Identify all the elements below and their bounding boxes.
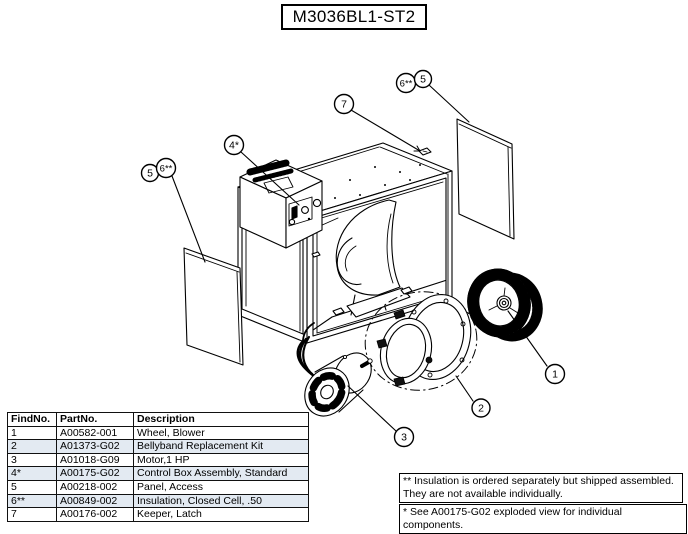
latch-keeper-rail-1	[332, 307, 345, 316]
callout-control-box: 4*	[223, 134, 245, 156]
column-header-partno: PartNo.	[56, 412, 134, 427]
part-description: Motor,1 HP	[133, 452, 309, 468]
part-description: Control Box Assembly, Standard	[133, 466, 309, 481]
control-box-footnote: * See A00175-G02 exploded view for indiv…	[399, 504, 687, 534]
find-no: 5	[7, 479, 57, 495]
part-description: Panel, Access	[133, 479, 309, 495]
find-no: 2	[7, 439, 57, 454]
part-description: Keeper, Latch	[133, 507, 309, 522]
part-no: A00175-G02	[56, 466, 134, 481]
part-no: A01373-G02	[56, 439, 134, 454]
callout-label: 5	[147, 168, 153, 180]
access-panel-right	[456, 118, 515, 240]
leader-wheel	[507, 310, 548, 367]
part-description: Bellyband Replacement Kit	[133, 439, 309, 454]
kit-boundary	[364, 291, 478, 391]
callout-label: 7	[341, 99, 347, 111]
leader-lines	[171, 84, 548, 432]
rivet-dots	[334, 164, 421, 199]
find-no: 6**	[7, 493, 57, 509]
blower-housing-scroll	[335, 199, 401, 296]
part-no: A00849-002	[56, 493, 134, 509]
callout-label: 3	[401, 432, 407, 444]
table-row: 4* A00175-G02 Control Box Assembly, Stan…	[7, 466, 309, 481]
leader-motor	[347, 385, 397, 432]
find-no: 4*	[7, 466, 57, 481]
leader-panel-right	[428, 84, 470, 123]
column-header-description: Description	[133, 412, 309, 427]
knob	[312, 198, 322, 208]
table-row: 5 A00218-002 Panel, Access	[7, 479, 309, 495]
clamp-hardware	[376, 309, 433, 387]
callouts: 4* 7 5 6** 6** 5	[140, 69, 566, 448]
part-description: Insulation, Closed Cell, .50	[133, 493, 309, 509]
blower-wheel	[467, 268, 543, 342]
latch-keeper-rail-2	[400, 286, 413, 295]
callout-label: 6**	[400, 79, 413, 90]
motor-vents	[308, 372, 346, 412]
control-box	[239, 159, 323, 249]
callout-label: 2	[478, 403, 484, 415]
callout-motor: 3	[393, 426, 415, 448]
leader-control-box	[240, 151, 300, 206]
callout-label: 1	[552, 369, 558, 381]
insulation-footnote-text: ** Insulation is ordered separately but …	[403, 475, 674, 500]
callout-label: 6**	[160, 164, 173, 175]
column-header-findno: FindNo.	[7, 412, 57, 427]
table-row: 7 A00176-002 Keeper, Latch	[7, 507, 309, 522]
terminal-strip	[246, 159, 290, 176]
leader-keeper	[350, 109, 421, 152]
part-no: A01018-G09	[56, 452, 134, 468]
callout-keeper: 7	[333, 93, 355, 115]
find-no: 1	[7, 425, 57, 441]
leader-panel-left	[171, 175, 206, 263]
callout-label: 4*	[229, 140, 239, 152]
bellyband-kit	[364, 291, 478, 391]
control-box-footnote-text: * See A00175-G02 exploded view for indiv…	[403, 506, 622, 531]
leader-bellyband	[455, 375, 474, 402]
part-description: Wheel, Blower	[133, 425, 309, 441]
callout-insulation-right: 6**	[395, 72, 417, 94]
table-row: 3 A01018-G09 Motor,1 HP	[7, 452, 309, 468]
switch-plate	[288, 196, 313, 227]
callout-panel-right: 5	[413, 69, 433, 89]
table-row: 1 A00582-001 Wheel, Blower	[7, 425, 309, 441]
part-no: A00176-002	[56, 507, 134, 522]
toggle-switch	[291, 205, 298, 220]
cabinet-interior	[313, 199, 446, 331]
parts-table: FindNo. PartNo. Description 1 A00582-001…	[7, 412, 309, 522]
callout-bellyband: 2	[471, 398, 491, 418]
insulation-footnote: ** Insulation is ordered separately but …	[399, 473, 683, 503]
motor	[304, 352, 373, 417]
part-no: A00218-002	[56, 479, 134, 495]
find-no: 7	[7, 507, 57, 522]
table-row: 6** A00849-002 Insulation, Closed Cell, …	[7, 493, 309, 509]
knob	[301, 206, 309, 214]
part-no: A00582-001	[56, 425, 134, 441]
find-no: 3	[7, 452, 57, 468]
drawing-title-box: M3036BL1-ST2	[281, 4, 427, 30]
table-row: 2 A01373-G02 Bellyband Replacement Kit	[7, 439, 309, 454]
front-opening	[312, 177, 447, 337]
callout-label: 5	[420, 74, 426, 86]
callout-wheel: 1	[544, 363, 566, 385]
drawing-title: M3036BL1-ST2	[292, 7, 416, 26]
parts-table-header-row: FindNo. PartNo. Description	[7, 412, 309, 427]
access-panel-left	[183, 247, 244, 366]
callout-insulation-left: 6**	[155, 157, 177, 179]
